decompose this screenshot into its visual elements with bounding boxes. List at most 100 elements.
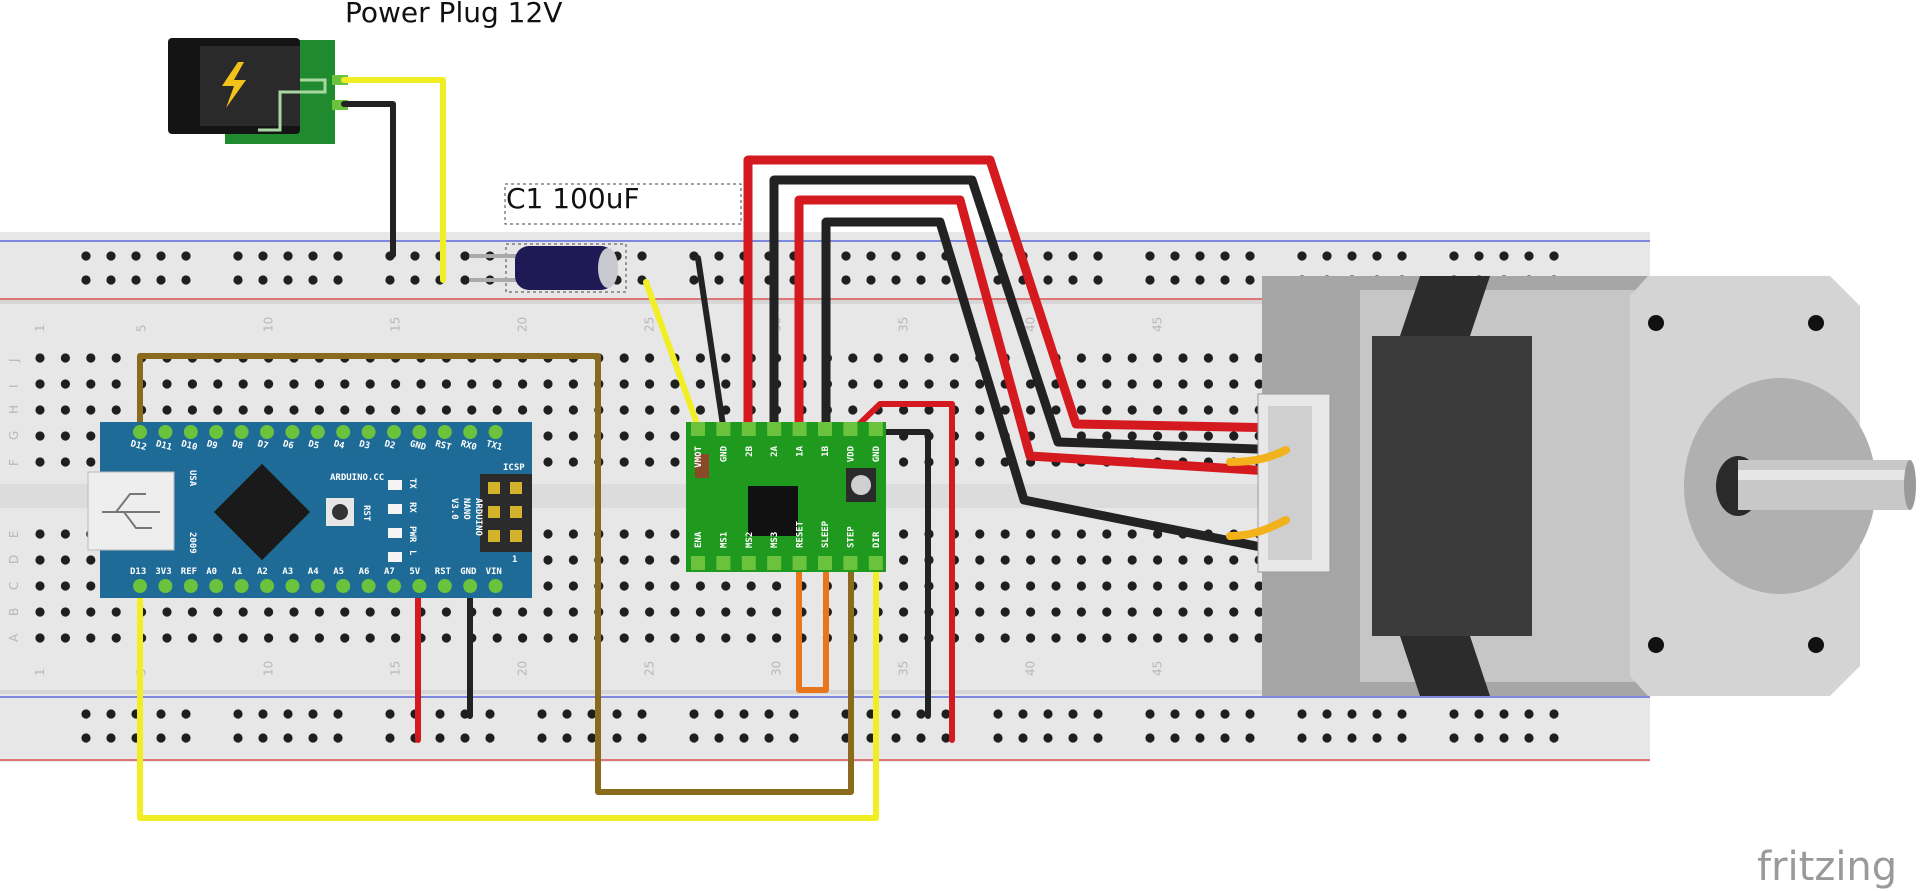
rail-hole <box>1195 251 1205 261</box>
breadboard-hole <box>721 633 731 643</box>
fritzing-watermark: fritzing <box>1757 844 1897 890</box>
driver-pin-label: 2B <box>745 445 755 456</box>
arduino-pin <box>183 579 198 593</box>
rail-hole <box>1145 275 1155 285</box>
breadboard-hole <box>1178 633 1188 643</box>
breadboard-hole <box>1076 581 1086 591</box>
breadboard-hole <box>619 405 629 415</box>
breadboard-hole <box>924 405 934 415</box>
breadboard-hole <box>441 379 451 389</box>
breadboard-hole <box>695 379 706 389</box>
column-number-top: 20 <box>516 317 530 332</box>
breadboard-hole <box>1076 379 1086 389</box>
power-plug-trace <box>258 78 327 132</box>
breadboard-hole <box>35 529 45 539</box>
rail-hole <box>1043 733 1053 743</box>
arduino-pin <box>336 579 351 593</box>
column-number-top: 25 <box>643 317 657 332</box>
rail-hole <box>789 733 799 743</box>
rail-hole <box>1093 275 1103 285</box>
arduino-pin-label: D6 <box>282 439 295 451</box>
rail-hole <box>258 733 268 743</box>
usb-icon <box>102 493 160 529</box>
rail-hole <box>233 733 243 743</box>
arduino-pin-label: D7 <box>256 439 269 451</box>
breadboard-hole <box>1153 633 1163 643</box>
rail-hole <box>333 251 343 261</box>
breadboard-hole <box>543 633 553 643</box>
breadboard-hole <box>111 379 121 389</box>
arduino-pin-label: D12 <box>129 439 147 453</box>
breadboard-hole <box>899 607 909 617</box>
rail-hole <box>131 251 141 261</box>
rail-hole <box>689 733 699 743</box>
rail-hole <box>131 275 141 285</box>
column-number-bottom: 10 <box>262 661 276 676</box>
breadboard-hole <box>60 581 70 591</box>
driver-pin <box>818 422 832 436</box>
breadboard-hole <box>264 379 274 389</box>
arduino-pin-label: A7 <box>384 567 395 577</box>
breadboard-hole <box>1076 555 1086 565</box>
rail-hole <box>916 709 926 719</box>
driver-pin <box>716 422 731 436</box>
breadboard-hole <box>645 607 655 617</box>
motor-mount-hole-3 <box>1648 637 1664 653</box>
rail-hole <box>1220 275 1230 285</box>
breadboard-hole <box>238 607 248 617</box>
rail-hole <box>1449 709 1459 719</box>
driver-chip <box>748 486 798 536</box>
arduino-pin <box>488 425 503 439</box>
breadboard-hole <box>1203 581 1213 591</box>
rail-hole <box>283 251 293 261</box>
breadboard-hole <box>60 633 70 643</box>
driver-pin <box>843 422 858 436</box>
breadboard-hole <box>162 633 172 643</box>
breadboard-hole <box>670 379 680 389</box>
breadboard-hole <box>543 379 553 389</box>
arduino-pin-label: D8 <box>231 439 244 451</box>
rail-hole <box>1322 251 1332 261</box>
rail-hole <box>1524 251 1534 261</box>
breadboard-hole <box>35 353 45 363</box>
breadboard-hole <box>543 431 553 441</box>
breadboard-hole <box>314 379 324 389</box>
stepper-motor <box>1257 276 1916 696</box>
breadboard-hole <box>670 431 680 441</box>
breadboard-hole <box>1203 405 1213 415</box>
breadboard-hole <box>365 405 375 415</box>
breadboard-hole <box>60 405 70 415</box>
breadboard-hole <box>86 431 96 441</box>
wire-gnd-black <box>873 429 931 719</box>
rail-hole <box>993 733 1003 743</box>
rail-hole <box>233 275 243 285</box>
breadboard-hole <box>1153 581 1163 591</box>
breadboard-hole <box>35 379 45 389</box>
rail-hole <box>993 709 1003 719</box>
rail-hole <box>891 733 901 743</box>
driver-pin <box>767 422 782 436</box>
arduino-pin <box>158 579 173 593</box>
arduino-pin <box>234 425 249 439</box>
rail-hole <box>1170 275 1180 285</box>
column-number-bottom: 15 <box>389 661 403 676</box>
rail-hole <box>156 251 166 261</box>
breadboard-hole <box>340 607 350 617</box>
rail-hole <box>1524 709 1534 719</box>
rail-hole <box>841 275 851 285</box>
driver-pin <box>868 556 883 570</box>
arduino-pin-label: TX1 <box>485 439 503 453</box>
driver-pin <box>843 556 858 570</box>
rail-hole <box>233 709 243 719</box>
arduino-pin <box>285 425 300 439</box>
breadboard-hole <box>1000 529 1010 539</box>
breadboard-hole <box>1254 581 1264 591</box>
breadboard-hole <box>340 405 350 415</box>
rail-hole <box>866 251 876 261</box>
arduino-pin-label: VIN <box>486 567 502 577</box>
row-letter: F <box>7 459 21 466</box>
rail-hole <box>1145 709 1155 719</box>
